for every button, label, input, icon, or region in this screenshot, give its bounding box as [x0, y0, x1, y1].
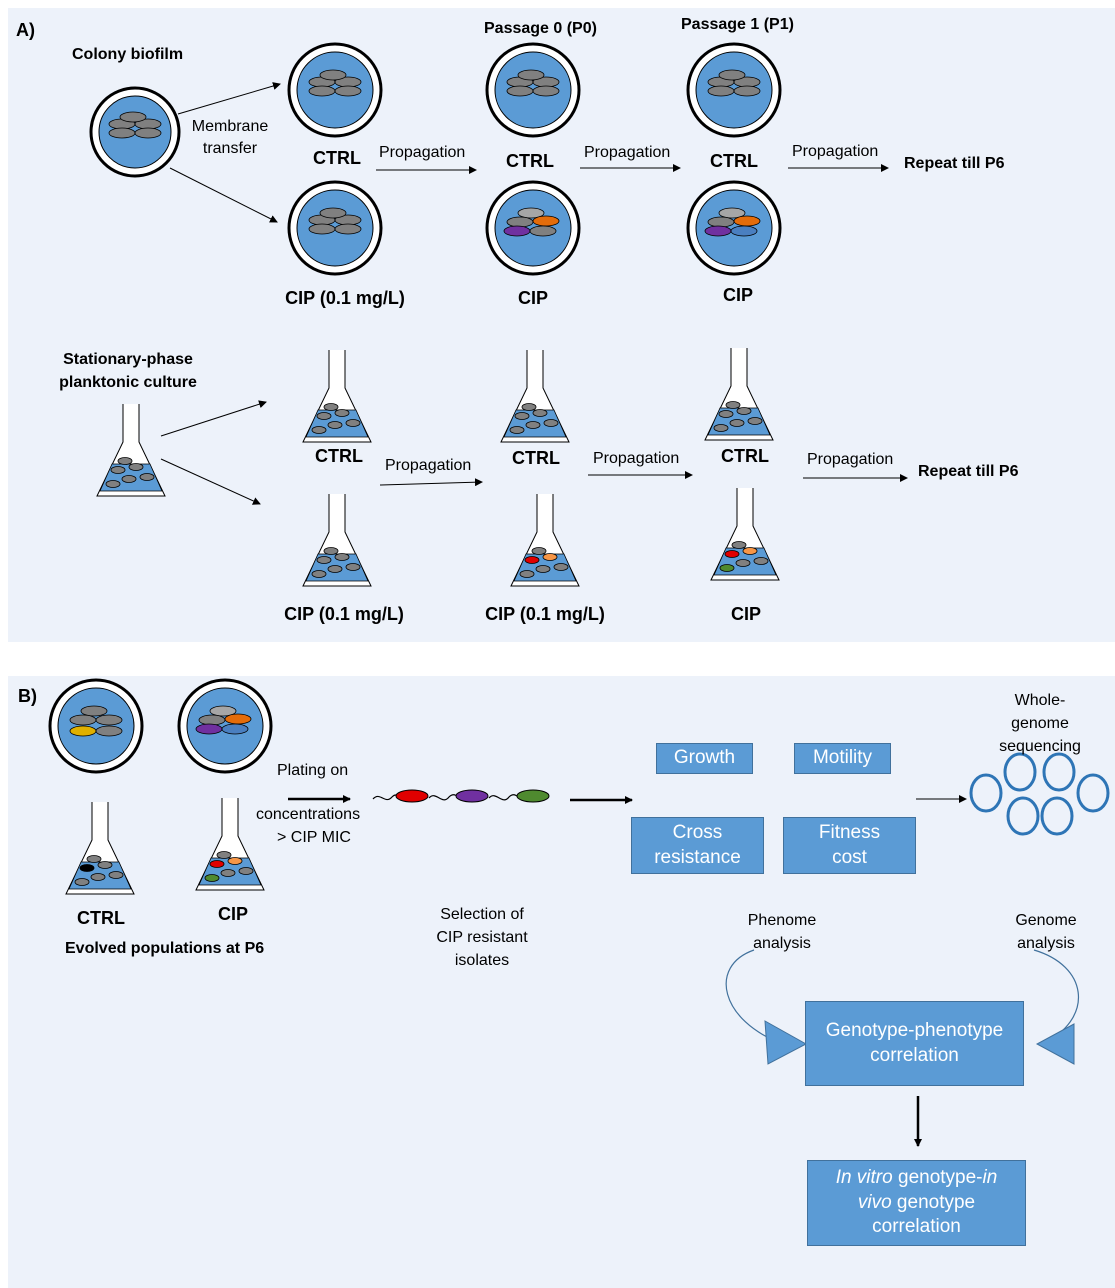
panel-a-label: A) [16, 20, 35, 40]
flask-cip-p1 [710, 488, 780, 581]
dish-ctrl-p0 [485, 42, 581, 138]
dish-cip-start [287, 180, 383, 276]
dish-cip-p0 [485, 180, 581, 276]
genome-circles-icon [969, 752, 1110, 836]
ctrl-label-p0: CTRL [506, 151, 554, 171]
propagation-label-4: Propagation [385, 457, 472, 474]
repeat-label-1: Repeat till P6 [904, 155, 1005, 172]
flask-ctrl-start [302, 350, 372, 443]
cip-label-p0: CIP [517, 288, 549, 308]
propagation-label-3: Propagation [792, 143, 879, 160]
source-flask [96, 404, 166, 497]
cip-conc-label-plankton-p0: CIP (0.1 mg/L) [485, 604, 605, 624]
propagation-label-5: Propagation [593, 450, 680, 467]
evolved-ctrl-label: CTRL [77, 908, 125, 928]
evolved-dish-cip [177, 678, 273, 774]
invitro-text-2: genotype [891, 1191, 976, 1213]
invitro-text-1: genotype- [892, 1166, 983, 1188]
cip-label-plankton-p1: CIP [730, 604, 762, 624]
cip-conc-label-plankton-start: CIP (0.1 mg/L) [284, 604, 404, 624]
genome-analysis-label: Genome analysis [1015, 912, 1077, 953]
panel-a-graphics [89, 42, 908, 587]
cip-conc-label-start: CIP (0.1 mg/L) [285, 288, 405, 308]
evolved-dish-ctrl [48, 678, 144, 774]
flask-ctrl-p0 [500, 350, 570, 443]
invitro-text-3: correlation [872, 1216, 961, 1238]
fitness-cost-box: Fitness cost [783, 817, 916, 874]
evolved-cip-label: CIP [217, 904, 249, 924]
ctrl-label-plankton-start: CTRL [315, 446, 363, 466]
genotype-phenotype-box: Genotype-phenotype correlation [805, 1001, 1024, 1086]
repeat-label-2: Repeat till P6 [918, 463, 1019, 480]
ctrl-label-start: CTRL [313, 148, 361, 168]
colony-biofilm-label: Colony biofilm [72, 46, 184, 63]
dish-cip-p1 [686, 180, 782, 276]
ctrl-label-plankton-p1: CTRL [721, 446, 769, 466]
planktonic-label: Stationary-phase planktonic culture [59, 351, 197, 392]
dish-ctrl-p1 [686, 42, 782, 138]
invitro-italic-2: in [982, 1166, 998, 1188]
passage0-label: Passage 0 (P0) [484, 20, 597, 37]
source-biofilm-dish [89, 86, 181, 178]
panel-b: B) CTRL CIP Evolved populations at P6 Pl… [8, 676, 1115, 1288]
invitro-italic-1: In vitro [835, 1166, 893, 1188]
membrane-transfer-label: Membrane transfer [191, 118, 269, 158]
evolved-flask-cip [195, 798, 265, 891]
propagation-label-6: Propagation [807, 451, 894, 468]
cross-resistance-box: Cross resistance [631, 817, 764, 874]
dish-ctrl-start [287, 42, 383, 138]
phenome-analysis-label: Phenome analysis [747, 912, 817, 953]
propagation-label-1: Propagation [379, 144, 466, 161]
concentrations-label: concentrations [256, 806, 361, 823]
flask-cip-start [302, 494, 372, 587]
passage1-label: Passage 1 (P1) [681, 16, 794, 33]
plating-on-label: Plating on [277, 762, 349, 779]
selection-label: Selection of CIP resistant isolates [436, 906, 528, 970]
invitro-italic-3: vivo [857, 1191, 892, 1213]
evolved-populations-label: Evolved populations at P6 [65, 940, 265, 957]
motility-box: Motility [794, 743, 891, 774]
evolved-flask-ctrl [65, 802, 135, 895]
panel-b-label: B) [18, 686, 37, 706]
flask-ctrl-p1 [704, 348, 774, 441]
panel-b-graphics [48, 678, 1110, 1147]
ctrl-label-plankton-p0: CTRL [512, 448, 560, 468]
invitro-invivo-box: In vitro genotype-in vivo genotype corre… [807, 1160, 1026, 1246]
flask-cip-p0 [510, 494, 580, 587]
cip-label-p1: CIP [722, 285, 754, 305]
wgs-label: Whole-genome sequencing [999, 692, 1081, 756]
isolates-icon [372, 789, 550, 803]
ctrl-label-p1: CTRL [710, 151, 758, 171]
propagation-label-2: Propagation [584, 144, 671, 161]
growth-box: Growth [656, 743, 753, 774]
cip-mic-label: > CIP MIC [277, 829, 351, 846]
panel-a: A) Colony biofilm Membrane transfer Pass… [8, 8, 1115, 642]
